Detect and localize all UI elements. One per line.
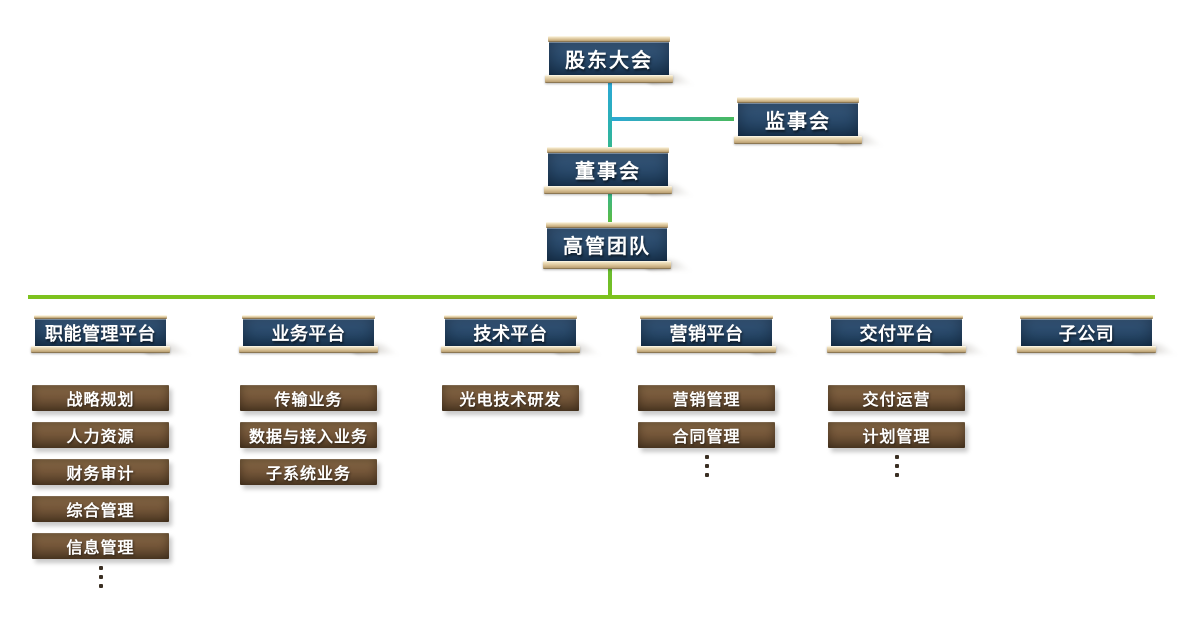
plaque-bottom-rail <box>544 186 672 194</box>
connector-shareholders-to-board <box>608 83 612 150</box>
plaque-top-rail <box>737 97 859 103</box>
platform-column-2: 业务平台传输业务数据与接入业务子系统业务 <box>239 315 378 485</box>
plaque-body: 高管团队 <box>547 228 667 261</box>
department-box: 子系统业务 <box>240 459 377 485</box>
node-shareholders-meeting: 股东大会 <box>545 36 673 83</box>
department-box: 传输业务 <box>240 385 377 411</box>
department-box: 营销管理 <box>638 385 775 411</box>
more-items-ellipsis <box>98 566 103 588</box>
node-label: 董事会 <box>575 161 641 183</box>
platform-node: 业务平台 <box>239 315 378 353</box>
plaque-body: 职能管理平台 <box>35 319 166 346</box>
plaque-bottom-rail <box>545 75 673 83</box>
plaque-bottom-rail <box>31 346 170 353</box>
plaque-body: 监事会 <box>738 103 858 136</box>
plaque-bottom-rail <box>734 136 862 144</box>
department-box: 数据与接入业务 <box>240 422 377 448</box>
plaque-body: 董事会 <box>548 153 668 186</box>
more-items-ellipsis <box>894 455 899 477</box>
plaque-bottom-rail <box>637 346 776 353</box>
plaque-body: 交付平台 <box>831 319 962 346</box>
plaque-top-rail <box>1020 315 1153 319</box>
platform-column-5: 交付平台交付运营计划管理 <box>827 315 966 477</box>
platform-column-3: 技术平台光电技术研发 <box>441 315 580 411</box>
platform-node: 子公司 <box>1017 315 1156 353</box>
plaque-top-rail <box>547 147 669 153</box>
node-label: 股东大会 <box>565 50 653 72</box>
plaque-body: 技术平台 <box>445 319 576 346</box>
platform-label: 技术平台 <box>473 323 548 344</box>
department-box: 合同管理 <box>638 422 775 448</box>
plaque-top-rail <box>640 315 773 319</box>
connector-to-supervisory <box>612 117 734 121</box>
node-supervisory-board: 监事会 <box>734 97 862 144</box>
department-box: 光电技术研发 <box>442 385 579 411</box>
department-box: 计划管理 <box>828 422 965 448</box>
plaque-body: 子公司 <box>1021 319 1152 346</box>
department-box: 交付运营 <box>828 385 965 411</box>
plaque-top-rail <box>444 315 577 319</box>
platform-column-4: 营销平台营销管理合同管理 <box>637 315 776 477</box>
platform-column-1: 职能管理平台战略规划人力资源财务审计综合管理信息管理 <box>31 315 170 588</box>
main-horizontal-line <box>28 295 1155 299</box>
platform-label: 子公司 <box>1058 323 1115 344</box>
node-label: 监事会 <box>765 111 831 133</box>
connector-executive-to-mainline <box>608 268 612 297</box>
plaque-bottom-rail <box>239 346 378 353</box>
node-executive-team: 高管团队 <box>543 222 671 269</box>
department-box: 综合管理 <box>32 496 169 522</box>
plaque-top-rail <box>548 36 670 42</box>
platform-node: 技术平台 <box>441 315 580 353</box>
department-box: 人力资源 <box>32 422 169 448</box>
plaque-bottom-rail <box>543 261 671 269</box>
plaque-top-rail <box>546 222 668 228</box>
plaque-body: 营销平台 <box>641 319 772 346</box>
platform-column-6: 子公司 <box>1017 315 1156 353</box>
platform-node: 交付平台 <box>827 315 966 353</box>
connector-board-to-executive <box>608 193 612 223</box>
node-label: 高管团队 <box>563 236 651 258</box>
department-box: 战略规划 <box>32 385 169 411</box>
plaque-body: 业务平台 <box>243 319 374 346</box>
department-box: 财务审计 <box>32 459 169 485</box>
plaque-bottom-rail <box>441 346 580 353</box>
plaque-top-rail <box>830 315 963 319</box>
platform-node: 职能管理平台 <box>31 315 170 353</box>
plaque-bottom-rail <box>1017 346 1156 353</box>
platform-node: 营销平台 <box>637 315 776 353</box>
platform-label: 营销平台 <box>669 323 744 344</box>
plaque-bottom-rail <box>827 346 966 353</box>
platform-label: 职能管理平台 <box>45 323 156 344</box>
node-board-of-directors: 董事会 <box>544 147 672 194</box>
plaque-body: 股东大会 <box>549 42 669 75</box>
more-items-ellipsis <box>704 455 709 477</box>
platform-label: 业务平台 <box>271 323 346 344</box>
plaque-top-rail <box>34 315 167 319</box>
department-box: 信息管理 <box>32 533 169 559</box>
plaque-top-rail <box>242 315 375 319</box>
platform-label: 交付平台 <box>859 323 934 344</box>
